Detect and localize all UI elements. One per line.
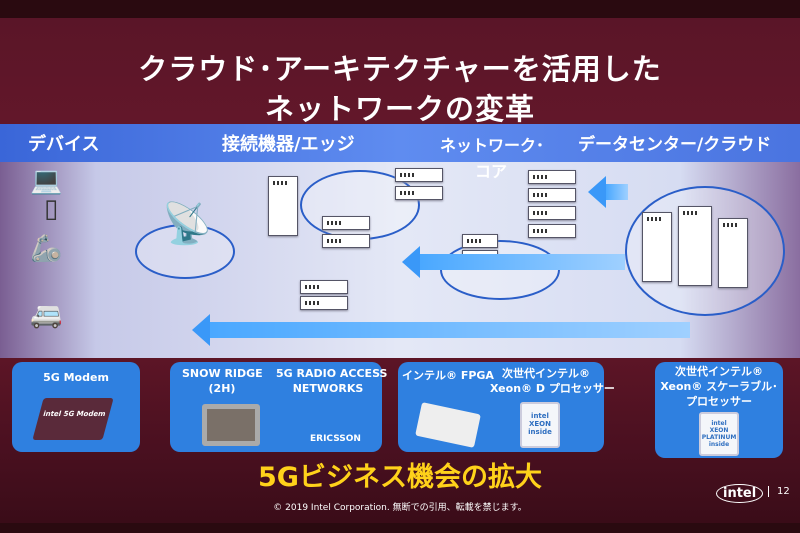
cloud-icon xyxy=(135,224,235,279)
server-icon xyxy=(528,206,576,220)
product-box-snow-ridge: SNOW RIDGE (2H) 5G RADIO ACCESS NETWORKS… xyxy=(170,362,387,452)
headline: 5Gビジネス機会の拡大 xyxy=(258,462,542,493)
server-icon xyxy=(300,280,348,294)
page-number: 12 xyxy=(768,486,790,497)
robot-arm-icon: 🦾 xyxy=(30,234,63,264)
label-core: ネットワーク･ xyxy=(440,136,545,155)
ericsson-logo: ERICSSON xyxy=(310,434,361,444)
copyright: © 2019 Intel Corporation. 無断での引用、転載を禁じます… xyxy=(273,503,527,513)
product-box-xeon-scalable: 次世代インテル® Xeon® スケーラブル･ プロセッサー intel XEON… xyxy=(655,362,783,458)
van-icon: 🚐 xyxy=(30,300,63,330)
xeon-platinum-chip-icon: intel XEON PLATINUM inside xyxy=(699,412,739,456)
label-devices: デバイス xyxy=(28,134,100,155)
intel-logo: intel xyxy=(716,484,764,503)
arrow-left-icon xyxy=(588,176,628,208)
product-box-fpga-xeon-d: インテル® FPGA 次世代インテル® Xeon® D プロセッサー intel… xyxy=(398,362,615,452)
server-icon xyxy=(300,296,348,310)
xeon-d-chip-icon: intel XEON inside xyxy=(520,402,560,448)
rack-icon xyxy=(642,212,672,282)
tablet-icon: ▯ xyxy=(44,194,59,224)
label-datacenter: データセンター/クラウド xyxy=(578,135,772,155)
label-core-2: コア xyxy=(475,162,508,181)
server-icon xyxy=(322,234,370,248)
label-edge: 接続機器/エッジ xyxy=(222,134,355,155)
snow-ridge-chip-icon xyxy=(202,404,260,446)
rack-icon xyxy=(678,206,712,286)
product-box-5g-modem: 5G Modem intel 5G Modem xyxy=(12,362,140,452)
rack-icon xyxy=(718,218,748,288)
server-icon xyxy=(528,224,576,238)
category-band: デバイス 接続機器/エッジ ネットワーク･ データセンター/クラウド xyxy=(0,124,800,162)
slide-title-line1: クラウド･アーキテクチャーを活用した xyxy=(138,52,662,86)
rack-icon xyxy=(268,176,298,236)
server-icon xyxy=(395,168,443,182)
modem-chip-icon: intel 5G Modem xyxy=(32,398,114,440)
slide-title-line2: ネットワークの変革 xyxy=(264,92,535,126)
arrow-left-icon xyxy=(192,314,690,346)
cloud-icon xyxy=(440,240,560,300)
server-icon xyxy=(462,234,498,248)
server-icon xyxy=(395,186,443,200)
fpga-card-icon xyxy=(415,402,481,448)
server-icon xyxy=(528,170,576,184)
server-icon xyxy=(322,216,370,230)
network-diagram: コア 💻 ▯ 🦾 🚐 📡 xyxy=(0,162,800,358)
server-icon xyxy=(528,188,576,202)
cell-tower-icon: 📡 xyxy=(162,201,212,247)
arrow-left-icon xyxy=(402,246,625,278)
laptop-icon: 💻 xyxy=(30,166,63,196)
